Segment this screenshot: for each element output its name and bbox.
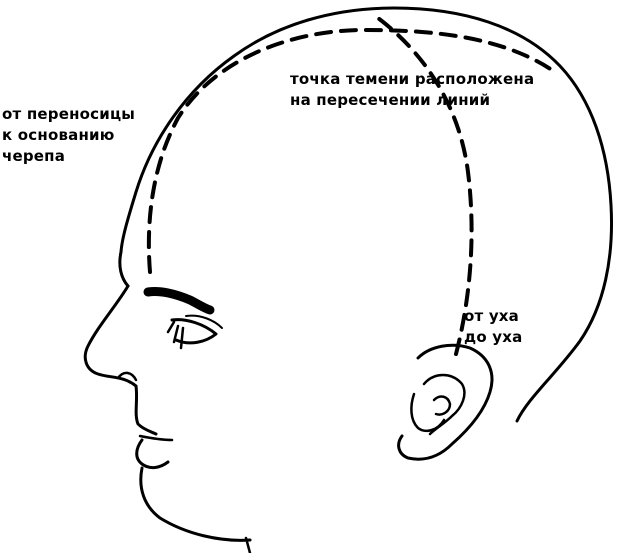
eye-upper <box>172 320 216 343</box>
mouth-line <box>140 436 172 440</box>
vertex-label-line-2: на пересечении линий <box>290 90 534 111</box>
nasion-to-occiput-line <box>149 30 552 272</box>
ear-antihelix <box>424 375 464 434</box>
nasion-label-line-2: к основанию <box>2 125 135 146</box>
upper-lip <box>136 386 156 434</box>
nasion-label-line-3: черепа <box>2 146 135 167</box>
ear-label-line-2: до уха <box>464 327 522 348</box>
eyebrow <box>148 291 210 310</box>
eye-lashes <box>168 322 183 348</box>
lower-lip <box>137 440 168 468</box>
nasion-label-line-1: от переносицы <box>2 104 135 125</box>
ear-concha <box>411 394 444 431</box>
ear-label-line-1: от уха <box>464 306 522 327</box>
vertex-point-label: точка темени расположена на пересечении … <box>290 69 534 111</box>
chin-jaw <box>141 468 250 540</box>
ear-tragus <box>434 397 450 415</box>
ear-line-label: от уха до уха <box>464 306 522 348</box>
vertex-label-line-1: точка темени расположена <box>290 69 534 90</box>
forehead-outline <box>120 252 128 286</box>
nose-outline <box>85 286 136 386</box>
nasion-line-label: от переносицы к основанию черепа <box>2 104 135 167</box>
